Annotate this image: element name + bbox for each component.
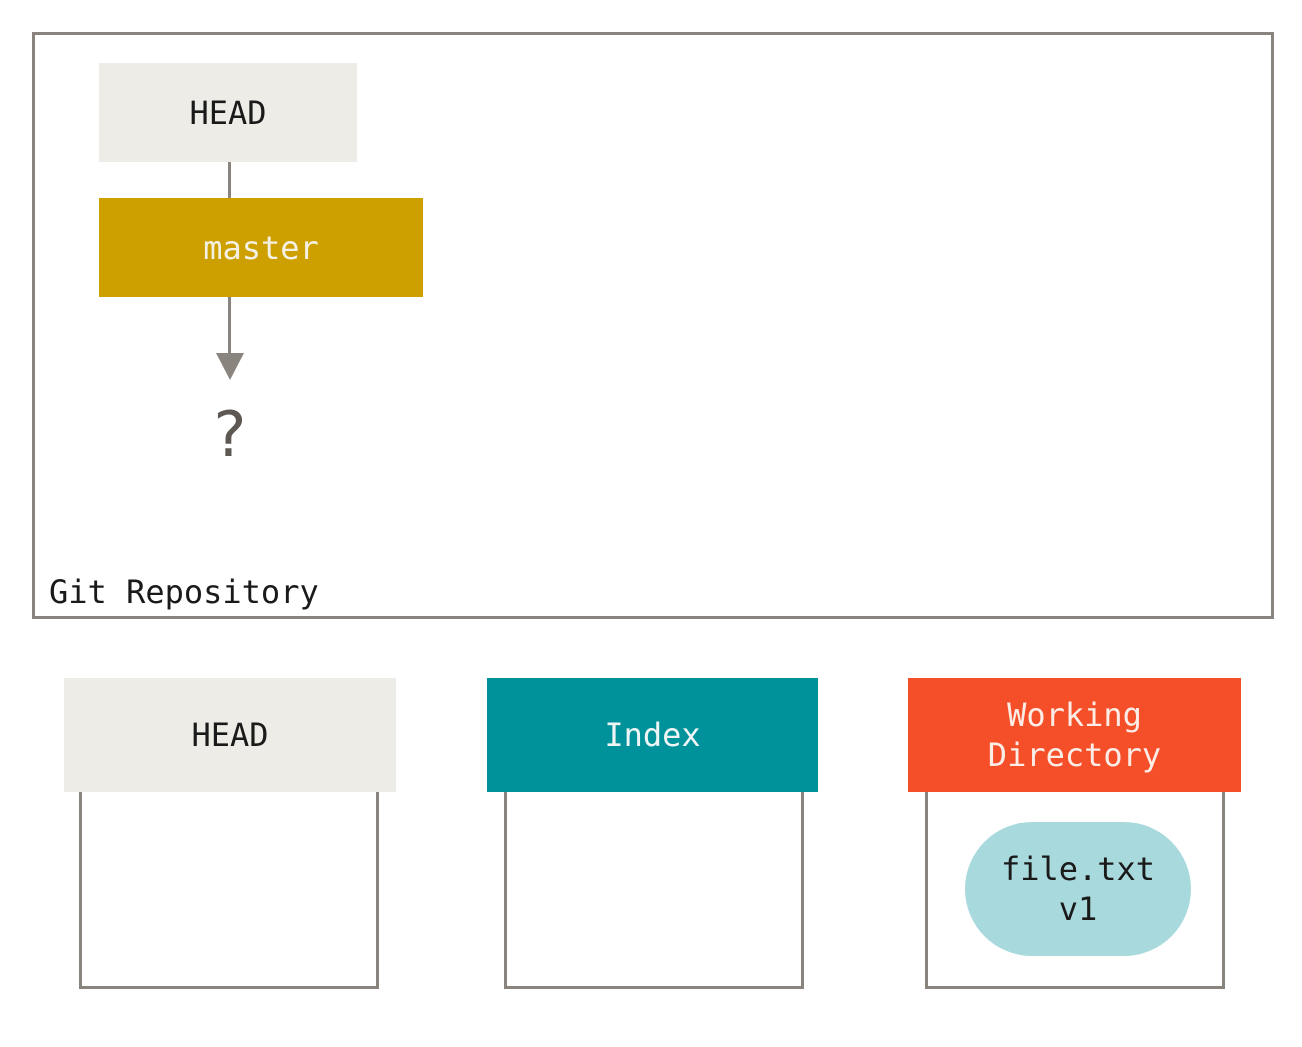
index-tree-title: Index: [604, 716, 701, 754]
repo-head-ref: HEAD: [99, 63, 357, 162]
branch-master-label: master: [203, 228, 319, 267]
file-blob-label: file.txt v1: [1000, 850, 1156, 928]
head-tree-title: HEAD: [191, 716, 269, 754]
index-tree-header: Index: [487, 678, 818, 792]
file-txt-v1-blob: file.txt v1: [965, 822, 1191, 956]
repo-head-label: HEAD: [189, 93, 267, 132]
working-directory-tree-title: Working Directory: [987, 696, 1162, 774]
head-tree-header: HEAD: [64, 678, 396, 792]
arrow-down-icon: [216, 353, 244, 380]
master-to-commit-connector: [228, 297, 231, 355]
unknown-commit: ?: [213, 398, 247, 471]
working-directory-tree-header: Working Directory: [908, 678, 1241, 792]
git-repository-label: Git Repository: [49, 573, 319, 611]
branch-master-ref: master: [99, 198, 423, 297]
head-to-master-connector: [228, 162, 231, 198]
index-tree-container: [504, 790, 804, 989]
git-repository-frame: [32, 32, 1274, 619]
head-tree-container: [79, 790, 379, 989]
